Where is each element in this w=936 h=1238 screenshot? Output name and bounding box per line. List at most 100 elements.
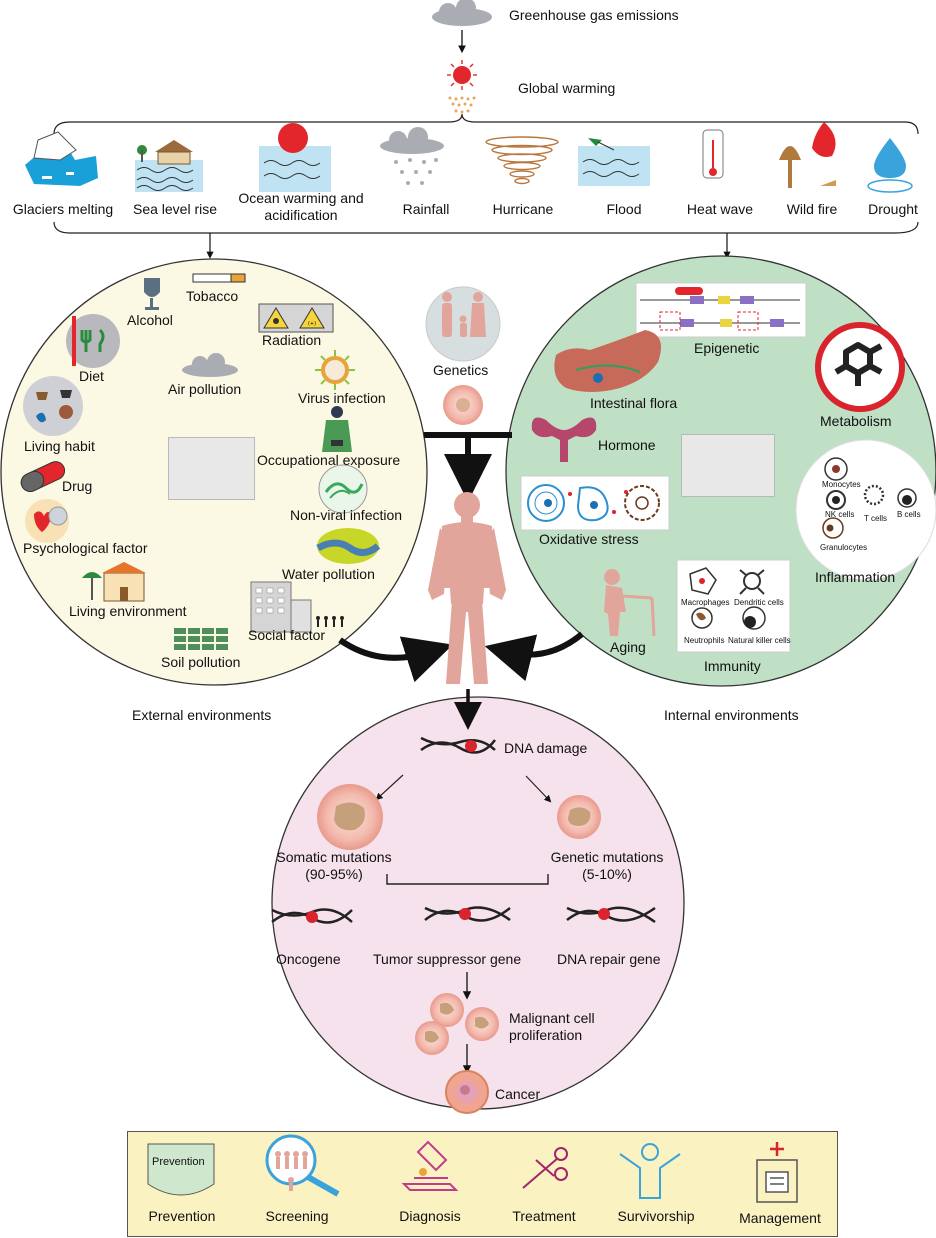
prevention-shield-text: Prevention (152, 1156, 205, 1168)
dna-damage-icon (420, 736, 496, 754)
aging-icon (604, 569, 656, 637)
greenhouse-label: Greenhouse gas emissions (509, 7, 679, 23)
external-item-air-pollution: Air pollution (168, 381, 242, 397)
svg-text:(+): (+) (308, 321, 316, 327)
survivorship-person-icon (619, 1143, 681, 1199)
climate-label-drought: Drought (868, 201, 918, 217)
wildfire-icon (779, 122, 836, 188)
intestinal-flora-icon (554, 330, 662, 392)
external-item-radiation: Radiation (262, 332, 322, 348)
top-brace (53, 113, 919, 135)
cancer-cell-icon (445, 1070, 489, 1114)
climate-label-wildfire: Wild fire (786, 201, 838, 217)
sea-level-icon (135, 140, 203, 192)
external-item-psychological: Psychological factor (23, 540, 148, 556)
climate-label-ocean: Ocean warming and acidification (238, 190, 364, 223)
immunity-icon (676, 559, 791, 653)
oncogene-label: Oncogene (276, 951, 341, 967)
internal-item-oxidative-stress: Oxidative stress (539, 531, 639, 547)
treatment-scissors-icon (522, 1147, 568, 1189)
somatic-mutations-label: Somatic mutations (90-95%) (276, 849, 392, 882)
diet-icon (66, 314, 120, 368)
external-item-tobacco: Tobacco (186, 288, 239, 304)
footer-item-diagnosis: Diagnosis (399, 1208, 461, 1224)
air-pollution-icon (182, 353, 238, 377)
footer-item-screening: Screening (265, 1208, 329, 1224)
climate-label-sea-level: Sea level rise (132, 201, 218, 217)
human-body-icon (428, 492, 506, 684)
footer-item-prevention: Prevention (148, 1208, 216, 1224)
external-item-virus-infection: Virus infection (298, 390, 386, 406)
metabolism-icon (815, 322, 905, 412)
inflammation-cell-nk: NK cells (825, 510, 855, 519)
water-pollution-icon (316, 528, 381, 564)
climate-label-heat-wave: Heat wave (686, 201, 754, 217)
footer-item-management: Management (739, 1210, 821, 1226)
management-hospital-icon (756, 1142, 798, 1203)
hurricane-icon (485, 136, 559, 185)
mutation-bracket (386, 874, 549, 885)
inflammation-cell-monocytes: Monocytes (822, 480, 861, 489)
inflammation-cell-b: B cells (897, 510, 921, 519)
thermometer-icon (702, 129, 724, 179)
greenhouse-cloud-icon (432, 0, 492, 26)
hormone-icon (531, 417, 597, 462)
external-item-non-viral: Non-viral infection (290, 507, 403, 523)
immunity-cell-nk: Natural killer cells (728, 636, 791, 645)
flood-icon (578, 138, 650, 186)
soil-pollution-icon (174, 628, 228, 650)
footer-item-treatment: Treatment (512, 1208, 576, 1224)
external-item-living-environment: Living environment (69, 603, 187, 619)
external-placeholder-box (168, 437, 255, 500)
external-item-diet: Diet (79, 368, 104, 384)
cancer-label: Cancer (495, 1086, 541, 1102)
internal-item-metabolism: Metabolism (820, 413, 892, 429)
internal-item-immunity: Immunity (704, 658, 761, 674)
malignant-cells-icon (415, 993, 499, 1055)
screening-magnifier-icon (265, 1134, 340, 1197)
drug-icon (20, 461, 66, 492)
dna-damage-label: DNA damage (504, 740, 588, 756)
prevention-shield-icon (147, 1143, 215, 1196)
climate-label-rainfall: Rainfall (402, 201, 450, 217)
immunity-cell-neutrophils: Neutrophils (684, 636, 725, 645)
genetics-label: Genetics (433, 362, 489, 378)
warming-sun-icon (447, 60, 477, 114)
internal-item-aging: Aging (610, 639, 646, 655)
diagnosis-microscope-icon (401, 1140, 459, 1191)
malignant-label: Malignant cell proliferation (509, 1010, 595, 1043)
immunity-cell-macrophages: Macrophages (681, 598, 730, 607)
climate-label-flood: Flood (606, 201, 642, 217)
immunity-cell-dendritic: Dendritic cells (734, 598, 784, 607)
external-item-soil-pollution: Soil pollution (161, 654, 241, 670)
virus-icon (315, 350, 355, 390)
internal-item-intestinal-flora: Intestinal flora (590, 395, 678, 411)
ocean-warming-icon (259, 123, 331, 192)
internal-item-hormone: Hormone (598, 437, 656, 453)
non-viral-infection-icon (318, 464, 368, 514)
glacier-icon (25, 131, 98, 186)
inflammation-cell-t: T cells (864, 514, 887, 523)
internal-item-inflammation: Inflammation (815, 569, 896, 585)
genetics-family-icon (425, 286, 501, 362)
external-item-water-pollution: Water pollution (282, 566, 375, 582)
occupational-icon (322, 406, 352, 452)
living-habit-icon (23, 376, 83, 436)
dna-damage-spot (465, 740, 477, 752)
rainfall-icon (380, 127, 444, 185)
external-item-drug: Drug (62, 478, 93, 494)
internal-title: Internal environments (664, 707, 799, 723)
epigenetic-icon (635, 282, 807, 338)
genetic-mutations-label: Genetic mutations (5-10%) (550, 849, 664, 882)
bottom-brace (53, 221, 919, 234)
drought-icon (867, 138, 913, 193)
climate-label-glaciers: Glaciers melting (12, 201, 114, 217)
care-continuum-panel: Prevention Prevention Screening Diagnosi… (127, 1131, 838, 1237)
internal-placeholder-box (681, 434, 775, 497)
tobacco-icon (192, 273, 246, 283)
external-title: External environments (132, 707, 272, 723)
climate-label-hurricane: Hurricane (492, 201, 554, 217)
external-item-social-factor: Social factor (248, 627, 326, 643)
global-warming-label: Global warming (518, 80, 616, 96)
